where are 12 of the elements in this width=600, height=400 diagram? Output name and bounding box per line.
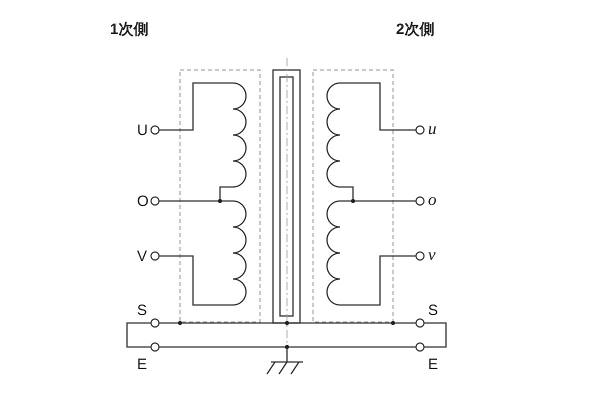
terminal-label: v	[428, 246, 436, 263]
terminal-label: u	[428, 120, 436, 137]
terminal-label: U	[137, 123, 148, 138]
terminal-label: S	[137, 303, 148, 318]
terminal-label: O	[137, 194, 149, 209]
terminal-label: S	[428, 303, 438, 318]
terminal-label: E	[428, 357, 438, 372]
side-heading: 2次側	[396, 22, 434, 37]
terminal-label: E	[137, 357, 148, 372]
side-heading: 1次側	[110, 22, 148, 37]
terminal-label: V	[137, 249, 148, 264]
terminal-label: o	[428, 191, 436, 208]
